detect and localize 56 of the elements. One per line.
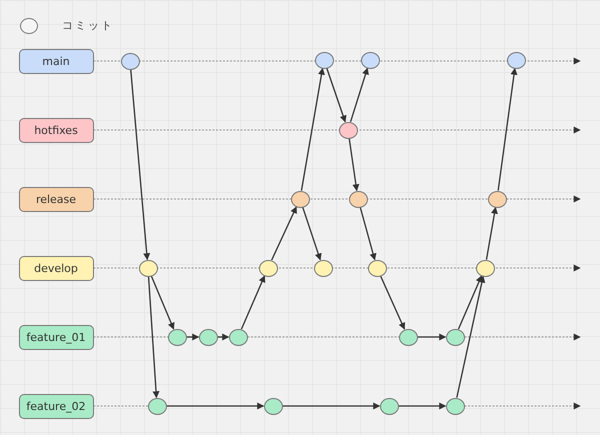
branch-label: feature_01 [18, 324, 94, 350]
arrow [398, 402, 446, 410]
arrow [271, 206, 297, 260]
commit-circle [228, 328, 248, 346]
arrow [300, 68, 325, 191]
commit-circle [398, 328, 418, 346]
commit-circle [506, 52, 526, 68]
commit-circle [290, 190, 310, 208]
commit-circle [314, 260, 332, 276]
arrow [380, 276, 406, 330]
branch-timeline-arrow [93, 264, 581, 272]
commit-circle [314, 52, 334, 68]
arrow [360, 207, 376, 260]
commit-circle [476, 260, 494, 276]
branch-timeline-arrow [93, 126, 581, 134]
arrow [350, 68, 369, 122]
arrow [418, 334, 446, 340]
commit-circle [264, 398, 282, 414]
commit-circle [446, 398, 464, 414]
arrow [240, 275, 266, 330]
arrow [148, 276, 160, 398]
branch-label: hotfixes [18, 118, 94, 142]
commit-circle [488, 190, 506, 208]
arrow [282, 402, 380, 410]
legend-text: コミット [62, 18, 114, 33]
arrow [458, 275, 482, 330]
commit-circle [168, 328, 186, 346]
commit-circle [360, 52, 380, 68]
arrow [150, 276, 174, 330]
branch-label: main [18, 48, 94, 74]
commit-circle [148, 398, 166, 414]
commit-circle [368, 260, 386, 276]
branch-label: release [18, 186, 94, 212]
arrow [486, 206, 498, 260]
arrow [302, 206, 322, 261]
commit-circle [138, 260, 158, 276]
arrow [166, 402, 264, 410]
arrow [218, 334, 230, 340]
arrow [326, 68, 346, 123]
commit-circle [338, 122, 358, 138]
branch-timeline-arrow [93, 58, 581, 64]
commit-circle [258, 260, 278, 276]
arrow [130, 69, 150, 260]
commit-circle [446, 328, 464, 346]
arrow [456, 276, 486, 398]
branch-timeline-arrow [93, 334, 581, 340]
commit-circle [120, 52, 140, 70]
commit-circle [198, 328, 218, 346]
arrow [348, 138, 360, 192]
arrow [186, 334, 200, 340]
branch-label: feature_02 [18, 394, 94, 418]
commit-circle [380, 398, 398, 414]
commit-circle [348, 190, 368, 208]
branch-timeline-arrow [93, 196, 581, 202]
branch-label: develop [18, 256, 94, 280]
arrow [498, 68, 518, 191]
